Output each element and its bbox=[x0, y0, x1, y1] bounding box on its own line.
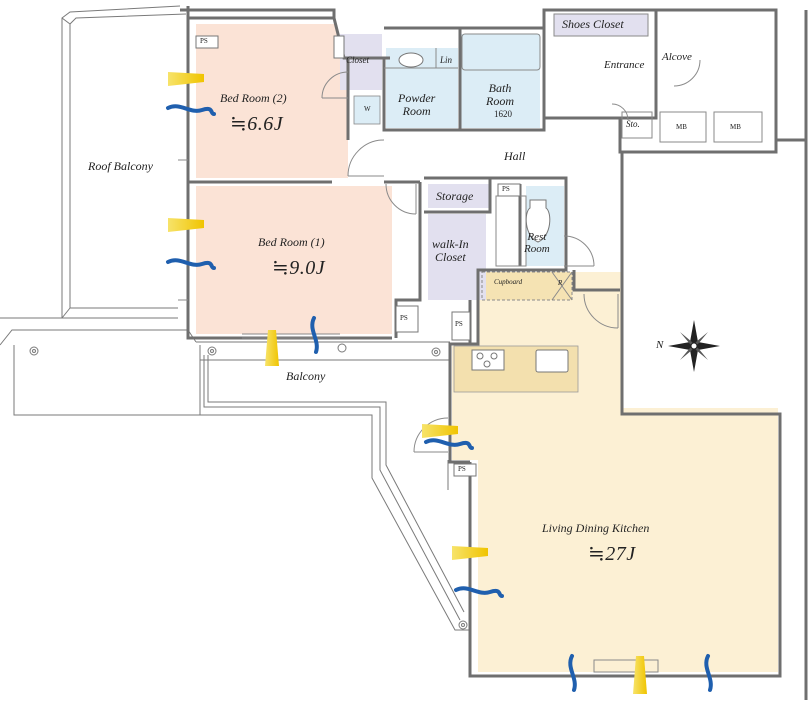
bed-room-1-label: Bed Room (1) bbox=[258, 235, 325, 249]
wind-flow-icon bbox=[310, 316, 319, 354]
powder-room-label: Powder Room bbox=[398, 91, 436, 118]
ps-label: PS bbox=[200, 37, 208, 45]
meter-box-2-label: MB bbox=[730, 123, 741, 131]
wind-flow-icon bbox=[424, 438, 474, 450]
meter-box-1-label: MB bbox=[676, 123, 687, 131]
storage-small-label: Sto. bbox=[626, 119, 640, 129]
ps-label: PS bbox=[400, 314, 408, 322]
toilet-icon bbox=[525, 199, 551, 243]
bed-room-2-floor bbox=[196, 24, 348, 178]
sunlight-arrows bbox=[168, 72, 647, 694]
cupboard-fill bbox=[482, 272, 572, 300]
storage-label: Storage bbox=[436, 189, 474, 203]
wind-flow-icon bbox=[166, 104, 216, 116]
balcony-label: Balcony bbox=[286, 369, 326, 383]
roof-balcony-label: Roof Balcony bbox=[88, 159, 153, 173]
north-label: N bbox=[656, 339, 664, 351]
sunlight-arrow-icon bbox=[168, 72, 204, 86]
sunlight-arrow-icon bbox=[265, 330, 279, 366]
wind-flow-icon bbox=[568, 654, 577, 692]
bath-size-label: 1620 bbox=[494, 109, 512, 119]
washer-fill bbox=[353, 95, 381, 125]
balcony-outline bbox=[13, 341, 470, 631]
wind-flow-icon bbox=[704, 654, 713, 692]
bath-room-label: Bath Room bbox=[486, 81, 514, 108]
ps-label: PS bbox=[458, 465, 466, 473]
rest-room-label: Rest Room bbox=[524, 231, 550, 255]
bed-room-1-floor bbox=[196, 186, 392, 334]
ps-label: PS bbox=[502, 185, 510, 193]
compass-rose-icon bbox=[668, 320, 720, 372]
bed-room-2-label: Bed Room (2) bbox=[220, 91, 287, 105]
kitchen-sink-icon bbox=[535, 349, 569, 373]
alcove-label: Alcove bbox=[662, 51, 692, 63]
roof-balcony-outline bbox=[0, 5, 197, 346]
inner-lines bbox=[178, 13, 763, 673]
shoes-closet-fill bbox=[554, 14, 648, 36]
closet-label: Closet bbox=[346, 55, 370, 65]
walkin-closet-label: walk-In Closet bbox=[432, 237, 469, 264]
cupboard-label: Cupboard bbox=[494, 278, 523, 286]
entrance-label: Entrance bbox=[604, 59, 645, 71]
sunlight-arrow-icon bbox=[168, 218, 204, 232]
sunlight-arrow-icon bbox=[422, 424, 458, 438]
hall-label: Hall bbox=[504, 149, 526, 163]
bed-room-1-size: ≒9.0J bbox=[272, 257, 326, 279]
refrigerator-label: R bbox=[558, 279, 563, 287]
ldk-floor bbox=[452, 272, 778, 672]
sink-icon bbox=[398, 52, 424, 68]
ldk-label: Living Dining Kitchen bbox=[542, 521, 650, 535]
sunlight-arrow-icon bbox=[452, 546, 488, 560]
ldk-size: ≒27J bbox=[588, 543, 636, 565]
storage-fill bbox=[428, 184, 490, 208]
sunlight-arrow-icon bbox=[633, 656, 647, 694]
wind-arrows bbox=[166, 104, 713, 692]
ps-boxes bbox=[195, 35, 521, 477]
bed-room-2-size: ≒6.6J bbox=[230, 113, 284, 135]
door-swings bbox=[321, 59, 701, 453]
fixtures bbox=[398, 52, 569, 373]
walkin-closet-fill bbox=[428, 214, 486, 300]
cooktop-icon bbox=[471, 349, 505, 371]
wind-flow-icon bbox=[166, 258, 216, 270]
bath-room-fill bbox=[460, 34, 540, 128]
shoes-closet-label: Shoes Closet bbox=[562, 17, 624, 31]
ps-label: PS bbox=[455, 320, 463, 328]
washer-label: W bbox=[364, 105, 371, 113]
linen-label: Lin bbox=[440, 55, 453, 65]
wind-flow-icon bbox=[454, 586, 504, 598]
